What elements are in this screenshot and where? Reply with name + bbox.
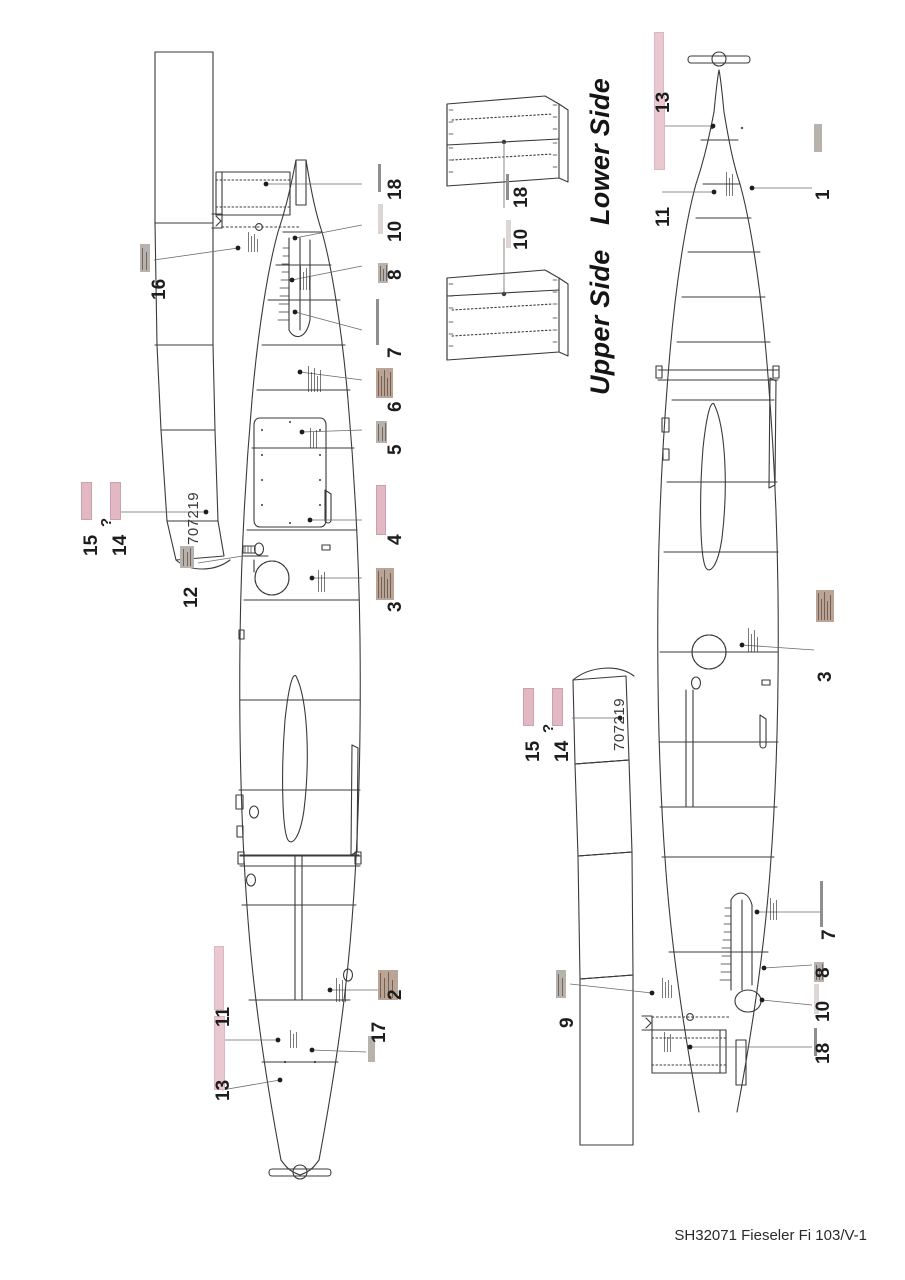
leader-16 [153, 247, 239, 261]
leader-5 [301, 429, 363, 433]
callout-7: 7 [385, 347, 406, 358]
label-upper-side: Upper Side [585, 249, 615, 395]
decal-swatch-r1 [814, 124, 822, 152]
label-lower-side: Lower Side [585, 77, 615, 225]
decal-swatch-r7 [820, 881, 823, 927]
leader-6 [299, 371, 363, 381]
callout-12: 12 [181, 586, 202, 608]
callout-r3: 3 [815, 671, 836, 682]
decal-swatch-7 [376, 299, 379, 345]
sheet-footer: SH32071 Fieseler Fi 103/V-1 [674, 1227, 867, 1244]
decal-swatch-3 [376, 568, 394, 600]
leader-r10 [761, 999, 813, 1006]
wing-panel-views [446, 95, 569, 361]
leader-17 [311, 1049, 367, 1053]
callout-13: 13 [213, 1079, 234, 1101]
callout-10: 10 [385, 220, 406, 242]
decal-swatch-w18 [506, 174, 509, 200]
decal-swatch-r14 [552, 688, 563, 726]
callout-18: 18 [385, 178, 406, 200]
callout-r8: 8 [813, 967, 834, 978]
leader-10 [294, 224, 363, 239]
callout-r15: 15 [523, 740, 544, 762]
serial-right-fin: 707219 [611, 697, 628, 751]
leader-r3 [741, 644, 815, 651]
serial-left-fin: 707219 [185, 491, 202, 545]
callout-2: 2 [385, 989, 406, 1000]
callout-5: 5 [385, 444, 406, 455]
decal-swatch-6 [376, 368, 393, 398]
decal-swatch-14 [110, 482, 121, 520]
callout-r10: 10 [813, 1000, 834, 1022]
decal-swatch-16 [140, 244, 150, 272]
callout-6: 6 [385, 401, 406, 412]
callout-15: 15 [81, 534, 102, 556]
callout-r13: 13 [653, 91, 674, 113]
callout-r14: 14 [552, 740, 573, 762]
decal-swatch-5 [376, 421, 387, 443]
leader-12 [197, 555, 244, 564]
decal-swatch-18 [378, 164, 381, 192]
callout-r-question: ? [540, 723, 557, 733]
callout-14: 14 [110, 534, 131, 556]
callout-r7: 7 [819, 929, 840, 940]
leader-r9 [569, 983, 653, 994]
callout-question: ? [98, 517, 115, 527]
callout-r18: 18 [813, 1042, 834, 1064]
callout-r9: 9 [557, 1017, 578, 1028]
callout-11: 11 [213, 1006, 234, 1027]
leader-r8 [763, 964, 813, 969]
callout-w18: 18 [511, 186, 532, 208]
callout-4: 4 [385, 534, 406, 545]
callout-17: 17 [369, 1021, 390, 1043]
decal-swatch-4 [376, 485, 386, 535]
decal-swatch-11 [214, 946, 224, 1010]
callout-3: 3 [385, 601, 406, 612]
decal-swatch-r15 [523, 688, 534, 726]
leader-7 [294, 311, 363, 331]
decal-swatch-r13 [654, 32, 664, 96]
decal-swatch-10 [378, 204, 383, 234]
callout-8: 8 [385, 269, 406, 280]
decal-swatch-r3 [816, 590, 834, 622]
callout-16: 16 [149, 278, 170, 300]
decal-swatch-12 [180, 546, 194, 568]
leader-13 [221, 1079, 281, 1091]
decal-swatch-r9 [556, 970, 566, 998]
callout-r1: 1 [813, 189, 834, 200]
callout-w10: 10 [511, 228, 532, 250]
decal-swatch-15 [81, 482, 92, 520]
right-airframe-view [572, 51, 780, 1146]
callout-r11: 11 [653, 206, 674, 227]
